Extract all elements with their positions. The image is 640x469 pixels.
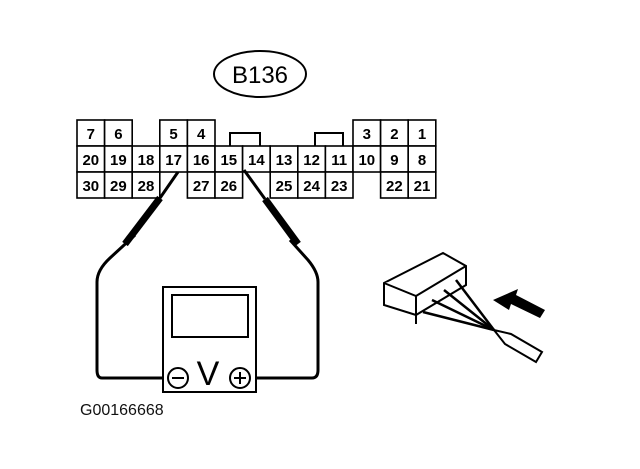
pin-number-14: 14 [248,152,265,169]
pin-number-15: 15 [220,152,237,169]
connector-rear-view-icon [383,251,544,364]
pin-number-21: 21 [414,178,431,195]
pin-number-26: 26 [220,178,237,195]
pin-number-29: 29 [110,178,127,195]
pin-cell [131,171,161,199]
pin-number-2: 2 [390,126,398,143]
pin-number-16: 16 [193,152,210,169]
pin-number-5: 5 [169,126,177,143]
meter-display [171,294,249,338]
pin-number-12: 12 [303,152,320,169]
pin-cell [407,171,437,199]
pin-number-13: 13 [276,152,293,169]
voltmeter: V [162,286,257,393]
negative-probe [122,171,180,247]
pin-cell [214,171,244,199]
pin-cell [103,171,133,199]
pin-number-3: 3 [363,126,371,143]
meter-leads [95,233,320,380]
connector-key-bumps [229,132,344,146]
pin-number-18: 18 [138,152,155,169]
pin-number-24: 24 [303,178,320,195]
pin-number-17: 17 [165,152,182,169]
pin-number-27: 27 [193,178,210,195]
pin-cell [186,119,216,147]
pin-number-6: 6 [114,126,122,143]
pin-number-11: 11 [331,152,347,169]
pin-number-8: 8 [418,152,426,169]
pin-number-1: 1 [418,126,426,143]
pin-number-25: 25 [276,178,293,195]
pin-cell [186,145,216,173]
connector-label-badge: B136 [213,50,307,98]
pin-cell [269,171,299,199]
pin-number-7: 7 [87,126,95,143]
pin-cell [241,145,272,173]
pin-cell [186,171,216,199]
pin-number-28: 28 [138,178,155,195]
pin-number-23: 23 [331,178,348,195]
pin-number-20: 20 [82,152,99,169]
meter-symbol: V [197,355,220,393]
pin-number-10: 10 [358,152,375,169]
view-direction-arrow-icon [493,289,545,318]
pin-cell [352,145,382,173]
pin-cell [76,145,106,173]
pin-cell [76,171,106,199]
pin-number-22: 22 [386,178,403,195]
pin-cell [324,171,354,199]
pin-cell [296,145,327,173]
figure-code: G00166668 [80,402,164,419]
pin-cell [269,145,299,173]
pin-cell [159,119,189,147]
pin-number-9: 9 [390,152,398,169]
connector-label: B136 [232,62,288,89]
pin-number-19: 19 [110,152,127,169]
pin-number-30: 30 [82,178,99,195]
positive-probe [242,169,301,247]
pin-number-4: 4 [197,126,206,143]
